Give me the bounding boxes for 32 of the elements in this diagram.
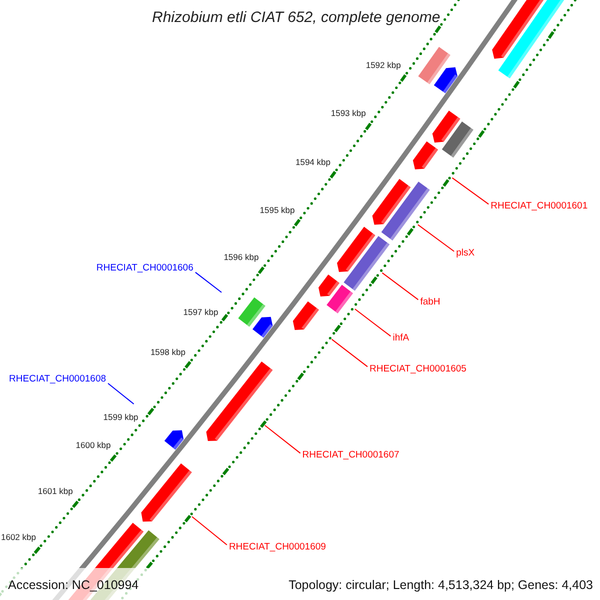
leader-line xyxy=(452,177,490,205)
leader-line xyxy=(192,516,228,546)
leader-line xyxy=(417,224,455,252)
genome-summary-text: Topology: circular; Length: 4,513,324 bp; Genes: 4,403 xyxy=(288,578,593,592)
gene-label: RHECIAT_CH0001605 xyxy=(369,364,466,376)
gene-label: plsX xyxy=(456,248,475,260)
map-title: Rhizobium etli CIAT 652, complete genome xyxy=(152,9,440,26)
scale-label: 1595 kbp xyxy=(260,206,295,216)
leader-line xyxy=(354,308,392,337)
gene-label: RHECIAT_CH0001607 xyxy=(302,450,400,462)
gene-label: ihfA xyxy=(392,334,410,345)
leader-line xyxy=(264,424,301,454)
leader-line xyxy=(108,382,134,404)
scale-label: 1597 kbp xyxy=(183,308,218,318)
scale-label: 1602 kbp xyxy=(1,533,36,544)
scale-label: 1601 kbp xyxy=(38,487,73,498)
leader-line xyxy=(331,338,368,368)
scale-label: 1592 kbp xyxy=(366,61,401,71)
scale-label: 1594 kbp xyxy=(296,158,330,168)
gene-label: RHECIAT_CH0001601 xyxy=(490,202,588,213)
gene-label: fabH xyxy=(420,297,440,308)
scale-label: 1593 kbp xyxy=(330,109,366,120)
scale-label: 1598 kbp xyxy=(150,348,186,358)
scale-label: 1599 kbp xyxy=(103,412,138,422)
scale-label: 1596 kbp xyxy=(224,253,259,264)
leader-line xyxy=(194,272,222,293)
gene-label: RHECIAT_CH0001608 xyxy=(9,374,106,386)
scale-label: 1600 kbp xyxy=(76,441,111,451)
accession-text: Accession: NC_010994 xyxy=(8,578,139,592)
leader-line xyxy=(382,272,419,300)
gene-label: RHECIAT_CH0001606 xyxy=(96,264,194,275)
gene-label: RHECIAT_CH0001609 xyxy=(228,542,326,554)
